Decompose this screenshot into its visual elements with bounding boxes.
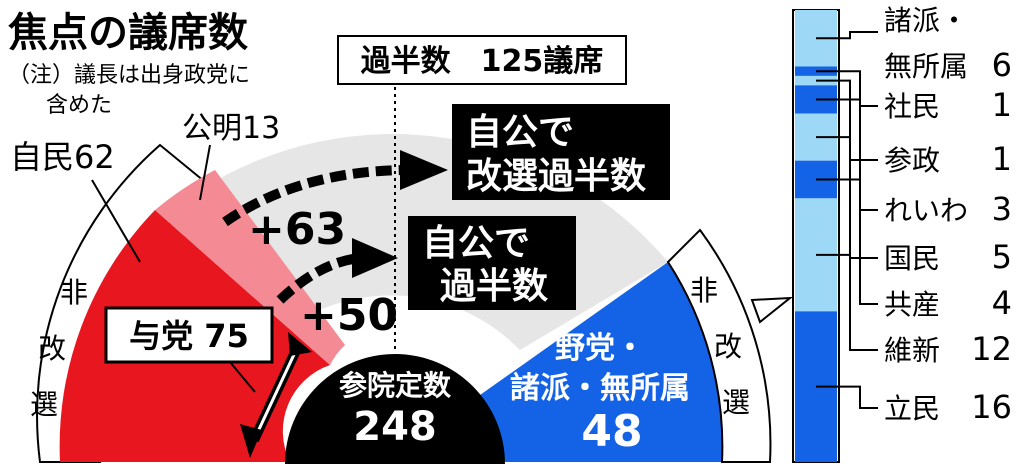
- breakdown-seats-4: 3: [992, 190, 1012, 228]
- breakdown-party-6: 共産: [884, 288, 940, 321]
- breakdown-party-1-line-1: 諸派・: [884, 4, 968, 37]
- breakdown-party-3: 参政: [884, 144, 940, 177]
- note-line-1: （注）議長は出身政党に: [8, 63, 250, 88]
- right-noncontested-band: [666, 228, 772, 463]
- breakdown-leader-5: [816, 136, 878, 259]
- breakdown-labels: 諸派・無所属 6 社民 1 参政 1 れいわ 3 国民 5 共産 4 維新 12 立民 16: [816, 4, 1012, 426]
- breakdown-leader-7: [816, 253, 878, 351]
- right-noncontested-2: 改: [714, 330, 742, 363]
- komeito-leader: [199, 144, 211, 201]
- opposition-seats: 48: [581, 406, 642, 457]
- arrow-to-target-1: [222, 165, 411, 227]
- breakdown-party-8: 立民: [884, 392, 940, 425]
- breakdown-leader-3: [816, 79, 878, 161]
- opposition-label-1: 野党・: [555, 331, 645, 366]
- right-noncontested-1: 非: [690, 274, 718, 307]
- breakdown-leader-1: [816, 31, 878, 40]
- left-noncontested-3: 選: [30, 388, 58, 421]
- breakdown-party-5: 国民: [884, 242, 940, 275]
- breakdown-seats-1: 6: [992, 46, 1012, 84]
- breakdown-leader-4: [816, 98, 878, 211]
- right-bubble-pointer: [750, 296, 794, 324]
- left-noncontested-2: 改: [38, 332, 66, 365]
- breakdown-bar: [792, 9, 840, 463]
- komeito-wedge: [155, 170, 345, 365]
- arrow-head-2: [352, 238, 398, 278]
- delta-1: +63: [248, 204, 346, 255]
- double-arrow-shaft-inner: [252, 345, 300, 441]
- target-1-line-1: 自公で: [466, 112, 574, 153]
- breakdown-seats-3: 1: [992, 140, 1012, 178]
- opposition-wedge: [480, 262, 723, 462]
- center-label: 参院定数: [339, 369, 452, 402]
- target-1-line-2: 改選過半数: [466, 156, 646, 197]
- coalition-label: 与党 75: [129, 317, 249, 355]
- breakdown-leader-8: [816, 385, 878, 409]
- majority-label: 過半数 125議席: [361, 44, 604, 79]
- arrow-head-1: [400, 150, 448, 190]
- note-line-2: 含めた: [46, 93, 112, 118]
- chart-title: 焦点の議席数: [8, 10, 248, 56]
- breakdown-seats-8: 16: [971, 388, 1012, 426]
- coalition-leader: [229, 361, 256, 393]
- target-2-line-2: 過半数: [440, 266, 548, 307]
- breakdown-leader-6: [816, 178, 878, 305]
- breakdown-party-4: れいわ: [884, 194, 968, 227]
- center-total: 248: [353, 404, 437, 450]
- komeito-label: 公明13: [182, 111, 280, 146]
- opposition-label-2: 諸派・無所属: [510, 371, 690, 406]
- majority-label-box: [337, 35, 627, 85]
- breakdown-leader-2: [816, 70, 878, 107]
- right-noncontested-3: 選: [722, 386, 750, 419]
- breakdown-party-1-line-2: 無所属: [884, 50, 968, 83]
- target-box-1: [452, 104, 670, 200]
- target-box-2: [408, 216, 576, 310]
- center-circle: [285, 354, 505, 464]
- breakdown-seats-5: 5: [992, 238, 1012, 276]
- breakdown-seats-2: 1: [992, 86, 1012, 124]
- left-noncontested-1: 非: [60, 276, 88, 309]
- breakdown-seats-6: 4: [992, 284, 1012, 322]
- double-arrow-head-bottom: [240, 424, 262, 458]
- ldp-label: 自民62: [10, 138, 115, 176]
- ldp-leader: [91, 179, 141, 263]
- breakdown-seats-7: 12: [971, 330, 1012, 368]
- double-arrow-head-top: [288, 332, 312, 356]
- coalition-box: [104, 306, 274, 364]
- breakdown-party-7: 維新: [884, 334, 940, 367]
- delta-2: +50: [300, 290, 398, 341]
- breakdown-party-2: 社民: [884, 90, 940, 123]
- target-2-line-1: 自公で: [422, 223, 530, 264]
